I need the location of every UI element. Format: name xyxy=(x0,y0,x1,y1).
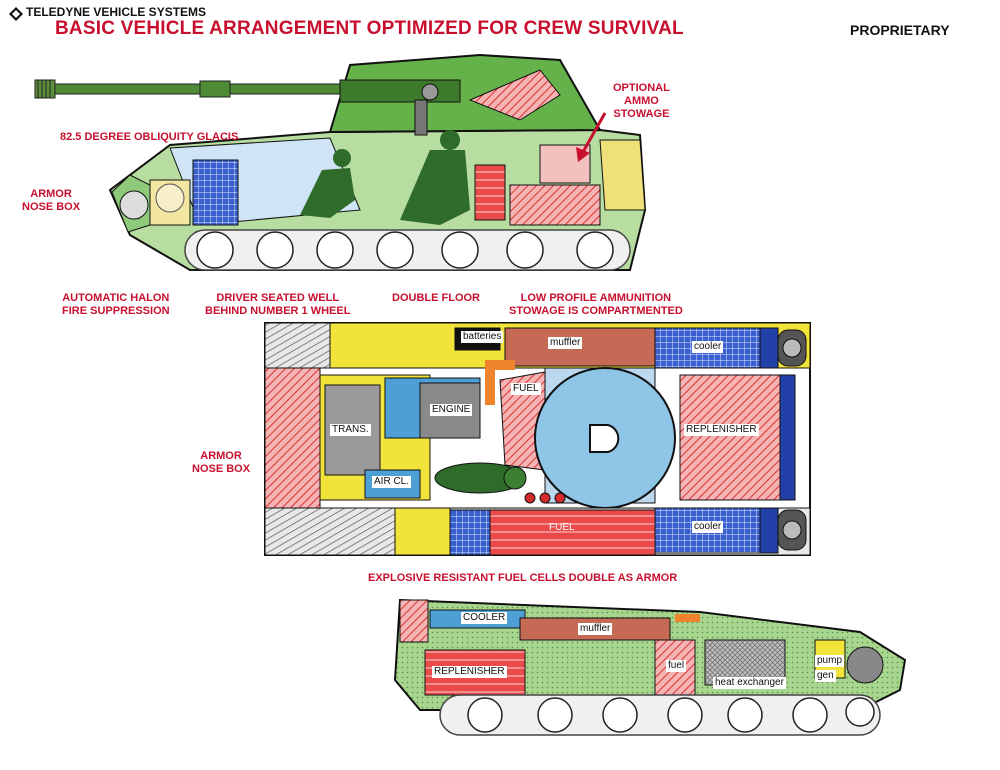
callout-halon: AUTOMATIC HALON FIRE SUPPRESSION xyxy=(62,292,170,317)
callout-glacis: 82.5 DEGREE OBLIQUITY GLACIS xyxy=(60,131,239,143)
plan-air-cleaner-label: AIR CL. xyxy=(372,476,412,488)
callout-ammo-compartmented: LOW PROFILE AMMUNITION STOWAGE IS COMPAR… xyxy=(509,292,683,317)
plan-replenisher-label: REPLENISHER xyxy=(684,424,759,436)
teledyne-logo-icon xyxy=(8,6,24,27)
plan-fuel-upper-label: FUEL xyxy=(511,383,541,395)
rear-replenisher-label: REPLENISHER xyxy=(432,666,507,678)
plan-trans-label: TRANS. xyxy=(330,424,371,436)
rear-fuel-label: fuel xyxy=(666,660,687,672)
plan-muffler-label: muffler xyxy=(548,337,583,349)
plan-batteries-label: batteries xyxy=(461,331,504,343)
side-view-wheels xyxy=(184,229,631,271)
callout-optional-ammo: OPTIONAL AMMO STOWAGE xyxy=(613,82,670,120)
ammo-arrow xyxy=(576,112,607,162)
plan-cooler-bottom-label: cooler xyxy=(692,521,724,533)
page-title: BASIC VEHICLE ARRANGEMENT OPTIMIZED FOR … xyxy=(55,18,684,39)
rear-cooler-label: COOLER xyxy=(461,612,508,624)
plan-engine-label: ENGINE xyxy=(430,404,473,416)
company-name: TELEDYNE VEHICLE SYSTEMS xyxy=(26,5,207,19)
callout-armor-nose-plan: ARMOR NOSE BOX xyxy=(192,450,251,475)
callout-double-floor: DOUBLE FLOOR xyxy=(392,292,480,304)
rear-gen-label: gen xyxy=(815,670,836,682)
callout-armor-nose-top: ARMOR NOSE BOX xyxy=(22,188,81,213)
callout-driver: DRIVER SEATED WELL BEHIND NUMBER 1 WHEEL xyxy=(205,292,351,317)
classification-label: PROPRIETARY xyxy=(850,22,950,38)
rear-heat-exchanger-label: heat exchanger xyxy=(713,677,786,689)
driver-figure xyxy=(300,149,355,218)
rear-pump-label: pump xyxy=(815,655,845,667)
plan-fuel-lower-label: FUEL xyxy=(549,522,575,533)
main-gun xyxy=(34,79,366,99)
plan-view xyxy=(264,322,811,556)
rear-muffler-label: muffler xyxy=(578,623,613,635)
callout-fuel-cells: EXPLOSIVE RESISTANT FUEL CELLS DOUBLE AS… xyxy=(368,572,678,584)
gunner-figure xyxy=(400,130,470,225)
plan-cooler-top-label: cooler xyxy=(692,341,724,353)
